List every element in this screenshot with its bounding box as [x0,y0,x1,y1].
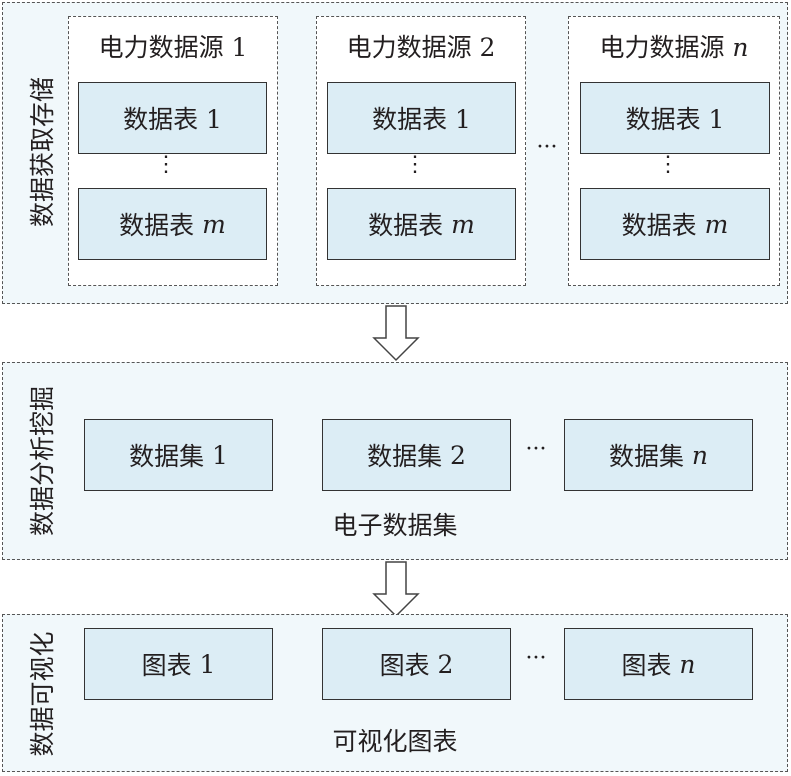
stage-visualization-title: 数据可视化 [28,631,57,757]
chart-box-n: 图表 n [564,628,753,700]
dataset-ellipsis: ··· [525,437,547,462]
data-table-first-2: 数据表 1 [327,82,516,154]
data-table-last-2: 数据表 m [327,188,516,260]
data-table-last-n: 数据表 m [580,188,770,260]
down-arrow-icon [372,305,420,362]
dataset-caption: 电子数据集 [332,511,458,540]
power-source-title-2: 电力数据源 2 [346,33,496,62]
data-table-last-1: 数据表 m [78,188,267,260]
data-table-first-n: 数据表 1 [580,82,770,154]
chart-box-2: 图表 2 [322,628,511,700]
stage-acquisition-title: 数据获取存储 [28,77,57,228]
vertical-dots-n: ⋮ [657,152,679,177]
chart-caption: 可视化图表 [332,727,458,756]
dataset-box-2: 数据集 2 [322,419,511,491]
down-arrow-icon [372,561,420,618]
stage-analysis-title: 数据分析挖掘 [28,386,57,537]
data-table-first-1: 数据表 1 [78,82,267,154]
dataset-box-n: 数据集 n [564,419,753,491]
group-ellipsis: ··· [536,135,558,160]
chart-box-1: 图表 1 [84,628,273,700]
chart-ellipsis: ··· [525,646,547,671]
power-source-title-n: 电力数据源 n [599,33,749,62]
dataset-box-1: 数据集 1 [84,419,273,491]
vertical-dots-2: ⋮ [404,152,426,177]
vertical-dots-1: ⋮ [155,152,177,177]
power-source-title-1: 电力数据源 1 [98,33,248,62]
